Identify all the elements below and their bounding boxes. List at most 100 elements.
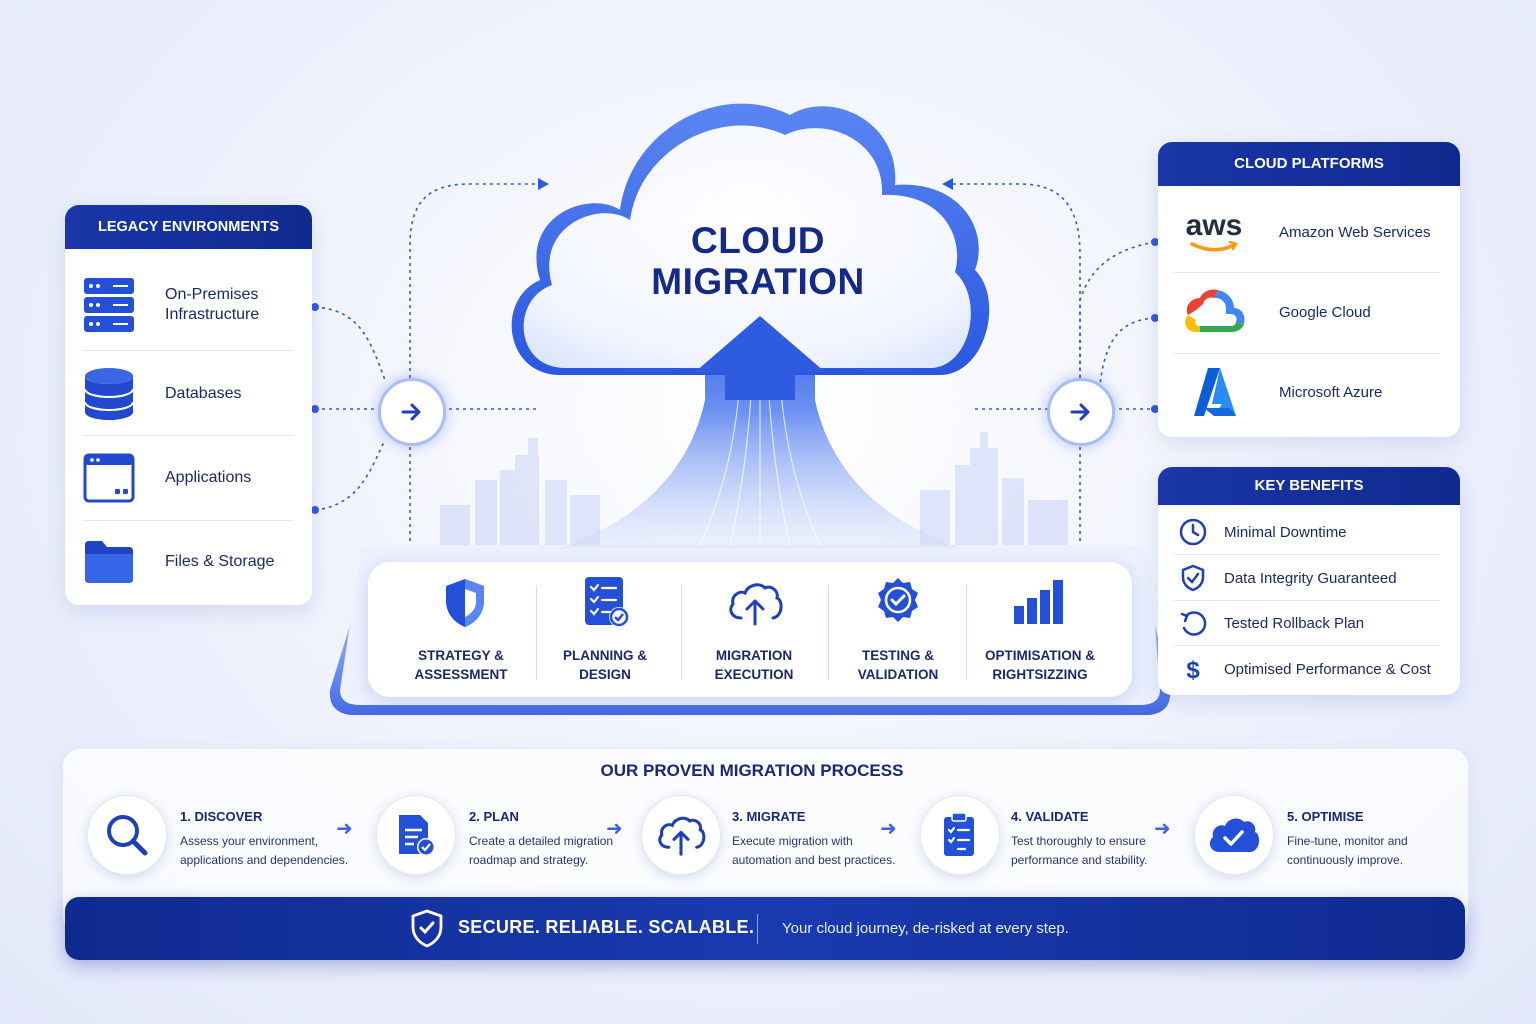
benefit-label: Tested Rollback Plan bbox=[1224, 614, 1365, 632]
benefits-heading: KEY BENEFITS bbox=[1158, 467, 1460, 505]
step-desc-line-1: Execute migration with bbox=[732, 834, 853, 848]
benefit-data-integrity: Data Integrity Guaranteed bbox=[1178, 563, 1397, 593]
divider bbox=[1174, 554, 1440, 555]
rollback-icon bbox=[1180, 611, 1207, 636]
step-desc-line-2: roadmap and strategy. bbox=[469, 853, 589, 867]
legacy-label-line-1: On-Premises bbox=[165, 286, 259, 303]
divider bbox=[1174, 645, 1440, 646]
legacy-item-applications: Applications bbox=[83, 453, 293, 503]
legacy-item-label: Applications bbox=[165, 469, 252, 486]
platform-label: Microsoft Azure bbox=[1279, 383, 1383, 401]
title-line-2: MIGRATION bbox=[651, 261, 865, 302]
stage-label-line-2: DESIGN bbox=[579, 667, 631, 682]
stage-optimisation: OPTIMISATION & RIGHTSIZZING bbox=[975, 646, 1105, 684]
process-step-description: Assess your environment, applications an… bbox=[180, 832, 355, 870]
stage-label-line-2: RIGHTSIZZING bbox=[992, 667, 1088, 682]
shield-check-icon bbox=[1181, 564, 1205, 592]
benefit-label: Data Integrity Guaranteed bbox=[1224, 569, 1397, 587]
clock-icon bbox=[1179, 518, 1207, 546]
legacy-heading: LEGACY ENVIRONMENTS bbox=[65, 205, 312, 249]
divider bbox=[83, 435, 293, 436]
process-step-title: 4. VALIDATE bbox=[1011, 809, 1089, 824]
process-step-title: 1. DISCOVER bbox=[180, 809, 263, 824]
step-desc-line-2: continuously improve. bbox=[1287, 853, 1404, 867]
folder-icon bbox=[85, 541, 133, 583]
step-desc-line-1: Create a detailed migration bbox=[469, 834, 614, 848]
title-line-1: CLOUD bbox=[690, 220, 826, 261]
stage-migration: MIGRATION EXECUTION bbox=[688, 646, 820, 684]
footer-banner bbox=[65, 897, 1465, 960]
process-step-description: Create a detailed migration roadmap and … bbox=[469, 832, 644, 870]
stage-label-line-2: ASSESSMENT bbox=[414, 667, 508, 682]
divider bbox=[83, 520, 293, 521]
process-step-title: 3. MIGRATE bbox=[732, 809, 806, 824]
database-icon bbox=[84, 368, 134, 420]
benefit-rollback: Tested Rollback Plan bbox=[1178, 608, 1364, 638]
stage-label-line-1: OPTIMISATION & bbox=[985, 648, 1095, 663]
legacy-item-on-premises: On-Premises Infrastructure bbox=[83, 277, 293, 333]
shield-check-icon bbox=[411, 909, 443, 948]
stage-label-line-1: STRATEGY & bbox=[418, 648, 504, 663]
divider bbox=[536, 585, 537, 680]
next-arrow-icon: ➜ bbox=[336, 818, 353, 840]
dollar-icon: $ bbox=[1186, 657, 1200, 684]
stage-label-line-1: MIGRATION bbox=[715, 648, 793, 663]
platform-label: Google Cloud bbox=[1279, 303, 1371, 321]
stage-planning: PLANNING & DESIGN bbox=[540, 646, 670, 684]
stage-panel bbox=[368, 562, 1132, 697]
next-arrow-icon: ➜ bbox=[1154, 818, 1171, 840]
stage-label-line-1: PLANNING & bbox=[563, 648, 647, 663]
cloud-upload-icon bbox=[658, 816, 706, 856]
next-arrow-icon: ➜ bbox=[880, 818, 897, 840]
footer-divider bbox=[757, 914, 758, 944]
azure-logo bbox=[1194, 368, 1236, 416]
stage-label-line-2: VALIDATION bbox=[857, 667, 939, 682]
legacy-environments-panel: LEGACY ENVIRONMENTS On-Premises Infrastr… bbox=[65, 205, 312, 605]
divider bbox=[1174, 600, 1440, 601]
application-window-icon bbox=[83, 453, 135, 503]
aws-logo: aws bbox=[1174, 211, 1254, 253]
divider bbox=[1174, 353, 1440, 354]
step-desc-line-2: applications and dependencies. bbox=[180, 853, 349, 867]
legacy-item-label: Databases bbox=[165, 385, 242, 402]
clipboard-check-icon bbox=[944, 812, 974, 856]
cloud-upload-icon bbox=[729, 583, 783, 626]
divider bbox=[1174, 272, 1440, 273]
next-arrow-icon: ➜ bbox=[606, 818, 623, 840]
divider bbox=[828, 585, 829, 680]
process-step-description: Execute migration with automation and be… bbox=[732, 832, 907, 870]
benefit-label: Optimised Performance & Cost bbox=[1224, 660, 1431, 678]
stage-label-line-1: TESTING & bbox=[861, 648, 934, 663]
platform-google-cloud: Google Cloud bbox=[1174, 284, 1444, 340]
bar-chart-icon bbox=[1014, 580, 1063, 624]
divider bbox=[681, 585, 682, 680]
stage-strategy: STRATEGY & ASSESSMENT bbox=[395, 646, 527, 684]
process-step-description: Fine-tune, monitor and continuously impr… bbox=[1287, 832, 1462, 870]
aws-logo-text: aws bbox=[1185, 209, 1243, 242]
legacy-item-label: On-Premises Infrastructure bbox=[165, 285, 259, 325]
step-desc-line-1: Fine-tune, monitor and bbox=[1287, 834, 1408, 848]
google-cloud-logo bbox=[1185, 289, 1245, 332]
process-step-1-icon-circle bbox=[87, 795, 167, 875]
platform-label: Amazon Web Services bbox=[1279, 223, 1431, 241]
process-step-title: 2. PLAN bbox=[469, 809, 519, 824]
footer-subtitle: Your cloud journey, de-risked at every s… bbox=[782, 920, 1069, 937]
document-check-icon bbox=[399, 815, 435, 856]
key-benefits-panel: KEY BENEFITS Minimal Downtime Data Integ… bbox=[1158, 467, 1460, 695]
cloud-check-icon bbox=[1209, 818, 1260, 852]
divider bbox=[83, 350, 293, 351]
process-step-description: Test thoroughly to ensure performance an… bbox=[1011, 832, 1186, 870]
left-flow-arrow-icon bbox=[378, 378, 446, 446]
footer-tagline: SECURE. RELIABLE. SCALABLE. bbox=[458, 917, 755, 937]
shield-icon bbox=[446, 579, 484, 627]
stage-testing: TESTING & VALIDATION bbox=[832, 646, 964, 684]
platform-azure: Microsoft Azure bbox=[1174, 364, 1444, 420]
right-flow-arrow-icon bbox=[1047, 378, 1115, 446]
process-step-title: 5. OPTIMISE bbox=[1287, 809, 1364, 824]
main-title: CLOUD MIGRATION bbox=[600, 220, 916, 302]
platforms-heading: CLOUD PLATFORMS bbox=[1158, 142, 1460, 186]
step-desc-line-1: Test thoroughly to ensure bbox=[1011, 834, 1146, 848]
checklist-icon bbox=[585, 577, 629, 627]
divider bbox=[966, 585, 967, 680]
step-desc-line-2: performance and stability. bbox=[1011, 853, 1148, 867]
